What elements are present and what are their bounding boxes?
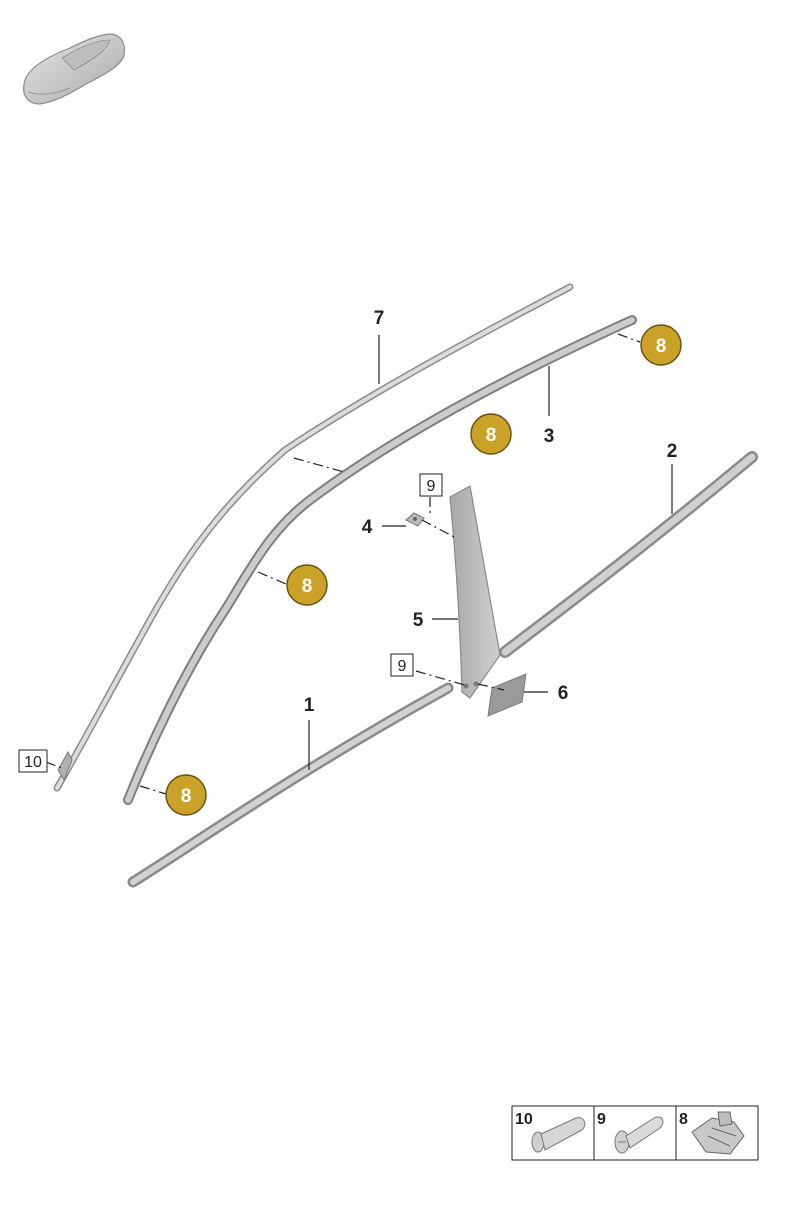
legend-label-screw: 9 bbox=[597, 1111, 606, 1128]
callout-part-6: 6 bbox=[558, 683, 569, 704]
screw-icon bbox=[614, 1116, 664, 1154]
callout-part-7: 7 bbox=[374, 308, 385, 329]
boxed-label-text: 10 bbox=[24, 754, 42, 771]
clip-icon bbox=[691, 1111, 745, 1155]
pillar-panel-part-5 bbox=[449, 485, 501, 699]
badge-label: 8 bbox=[302, 576, 313, 597]
clip-badge-mid: 8 bbox=[470, 413, 512, 455]
callout-part-2: 2 bbox=[667, 441, 678, 462]
trim-strip-part-1 bbox=[127, 682, 454, 888]
rivet-icon bbox=[531, 1117, 586, 1153]
callout-part-5: 5 bbox=[413, 610, 424, 631]
boxed-label-screw-lower: 9 bbox=[390, 653, 414, 677]
boxed-label-screw-upper: 9 bbox=[419, 473, 443, 497]
leader-lines bbox=[308, 335, 673, 770]
clip-badge-left: 8 bbox=[286, 564, 328, 606]
bracket-part-4 bbox=[405, 512, 425, 527]
trim-strip-part-3 bbox=[123, 315, 637, 805]
assembly-lines bbox=[45, 333, 641, 795]
legend-label-clip: 8 bbox=[679, 1111, 688, 1128]
badge-label: 8 bbox=[486, 425, 497, 446]
car-thumbnail-icon bbox=[23, 33, 126, 105]
badge-label: 8 bbox=[656, 336, 667, 357]
rivet-at-part-7 bbox=[57, 750, 73, 782]
badge-label: 8 bbox=[181, 786, 192, 807]
callout-part-4: 4 bbox=[362, 517, 373, 538]
cover-part-6 bbox=[487, 673, 527, 717]
callout-part-1: 1 bbox=[304, 695, 315, 716]
trim-strip-part-2 bbox=[499, 451, 758, 658]
trim-strip-part-7 bbox=[53, 283, 574, 792]
boxed-label-text: 9 bbox=[427, 478, 436, 495]
legend-label-rivet: 10 bbox=[515, 1111, 533, 1128]
clip-badge-bottom: 8 bbox=[165, 774, 207, 816]
boxed-label-text: 9 bbox=[398, 658, 407, 675]
boxed-label-rivet: 10 bbox=[18, 749, 48, 773]
fastener-legend: 10 9 8 bbox=[511, 1105, 759, 1161]
callout-part-3: 3 bbox=[544, 426, 555, 447]
clip-badge-top-right: 8 bbox=[640, 324, 682, 366]
